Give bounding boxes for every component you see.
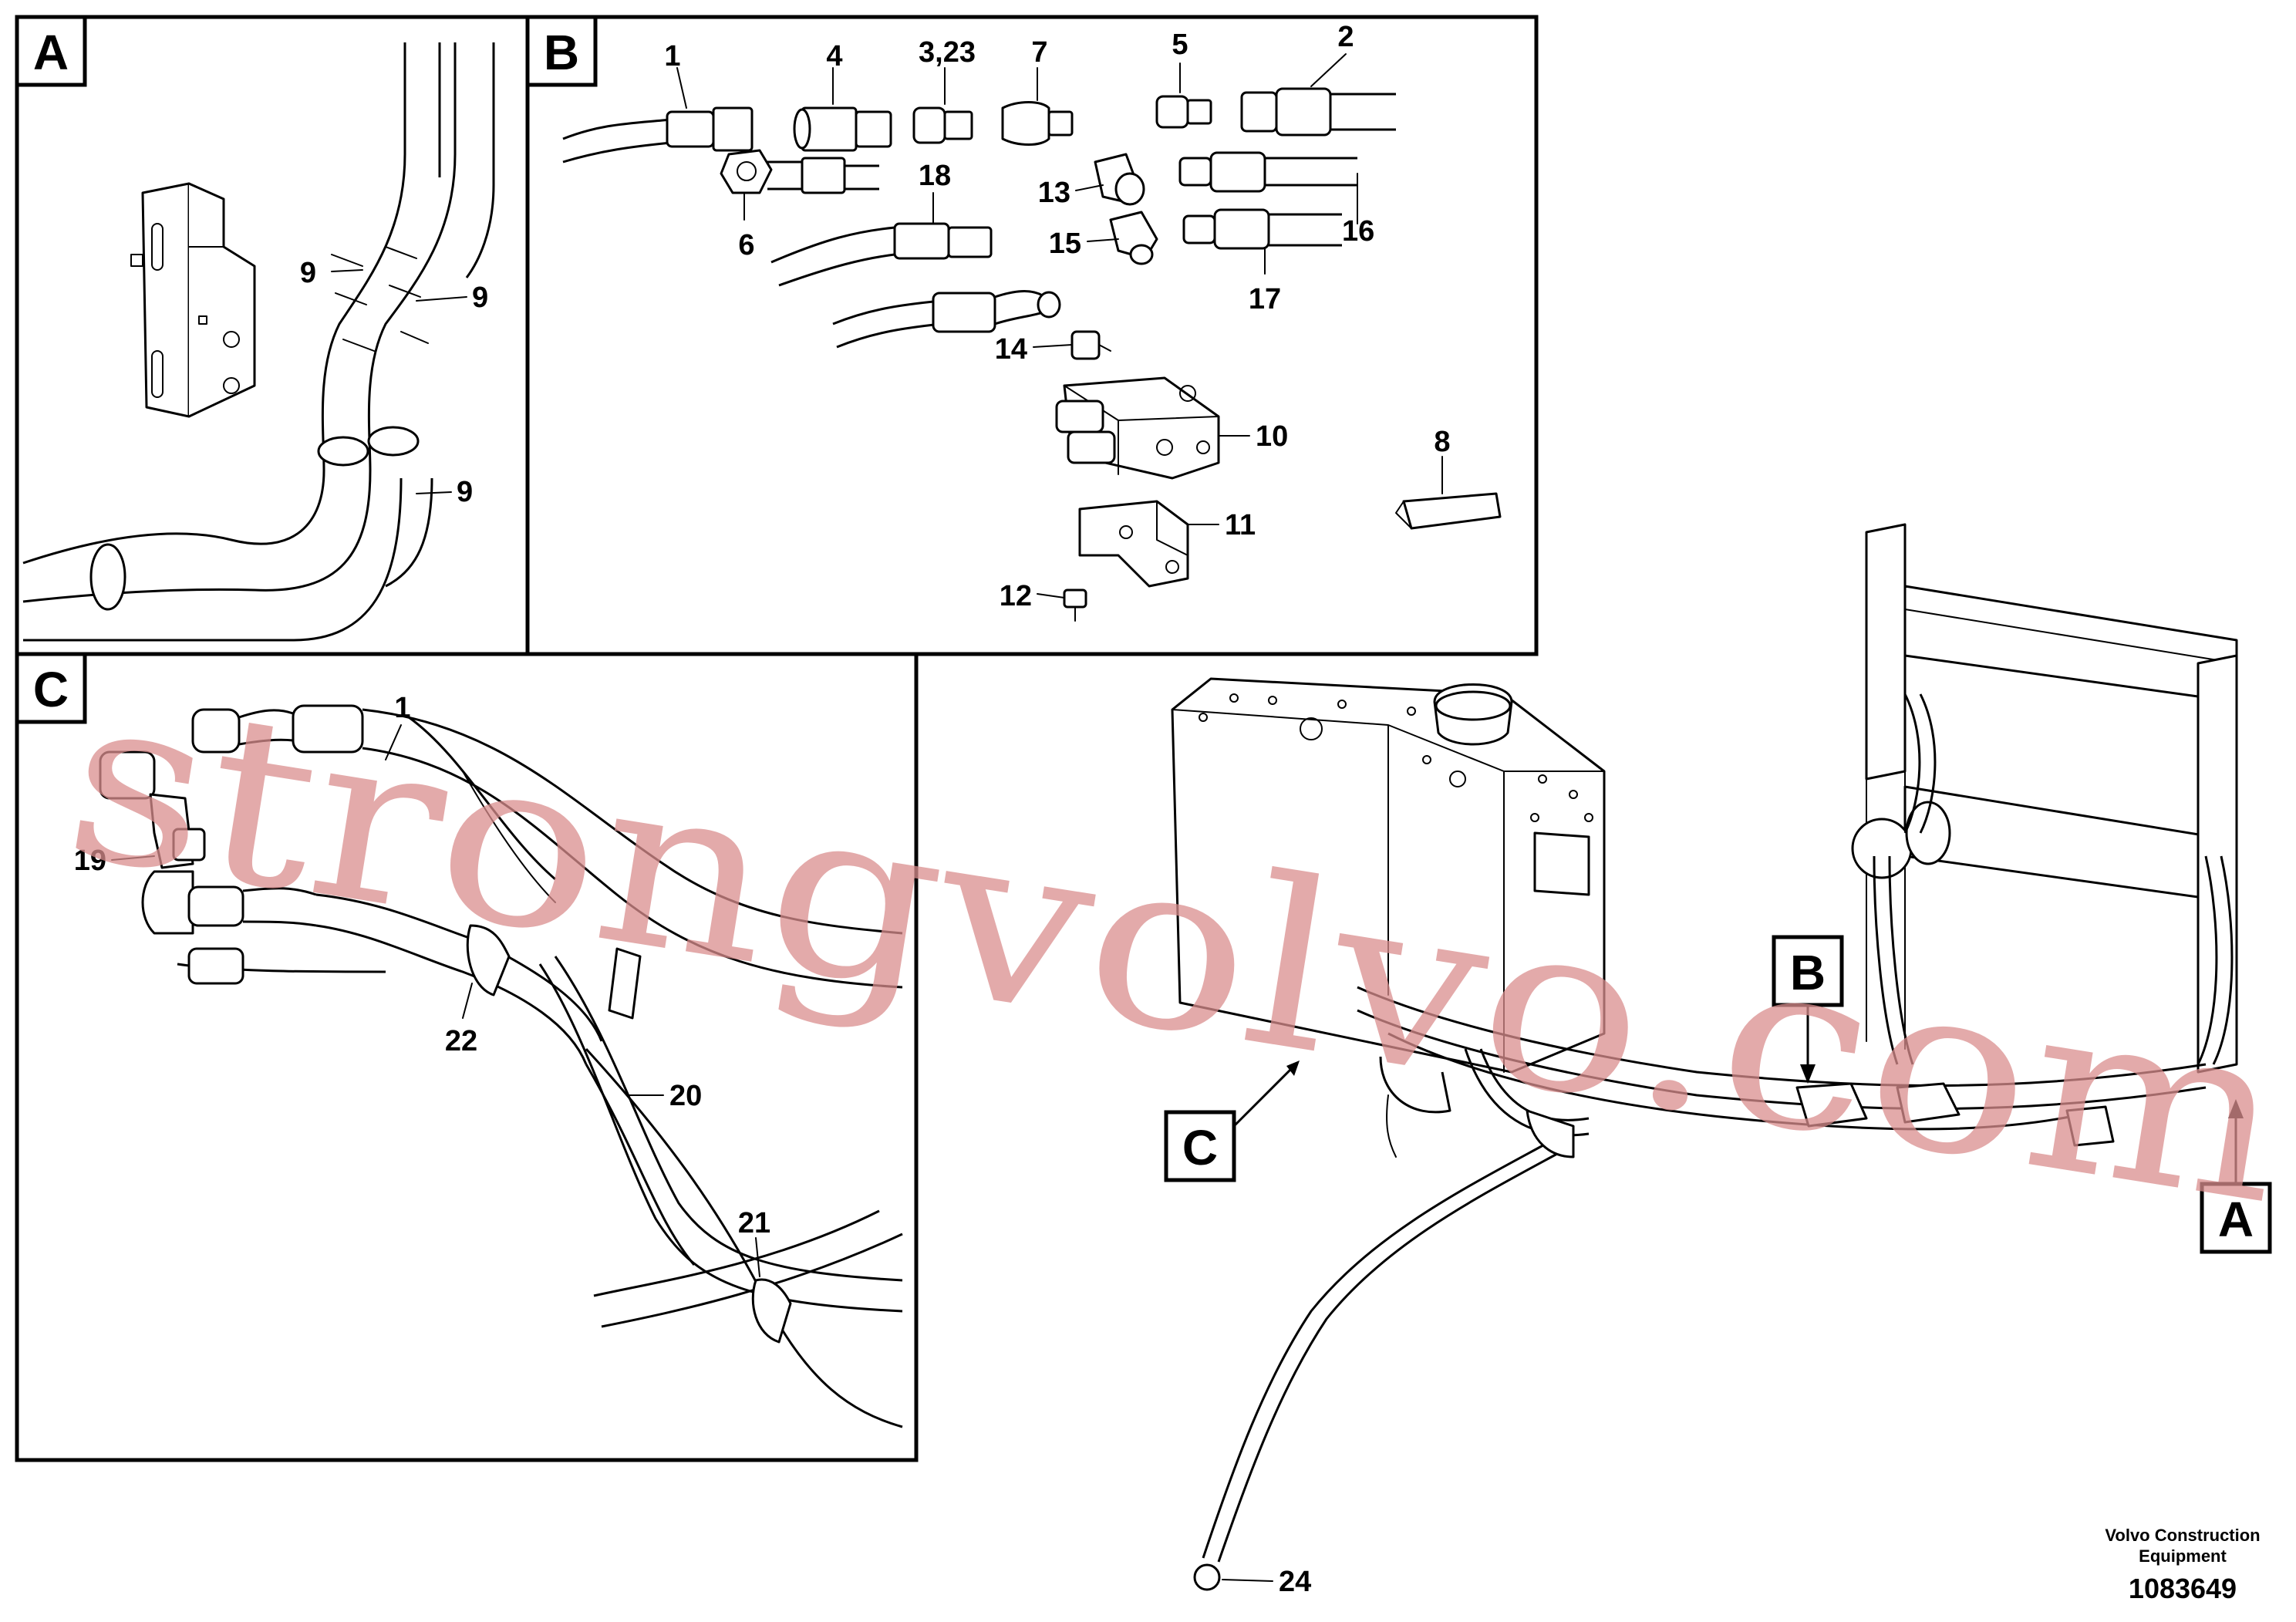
view-marker-b: B xyxy=(1772,935,1844,1084)
hose-to-valve xyxy=(832,290,1061,349)
valve-10 xyxy=(1055,376,1220,480)
callout-17: 17 xyxy=(1249,283,1281,315)
callout-16: 16 xyxy=(1342,215,1374,248)
bracket xyxy=(130,182,256,418)
company-name: Volvo Construction xyxy=(2105,1526,2260,1545)
panel-b-callouts: 1 4 3,23 7 5 2 6 18 13 15 16 17 14 xyxy=(664,21,1450,612)
hydraulic-tank xyxy=(1171,677,1606,1158)
panel-b: B xyxy=(525,15,1539,656)
footer: Volvo Construction Equipment 1083649 xyxy=(2105,1526,2260,1604)
callout-5: 5 xyxy=(1172,29,1188,61)
callout-10: 10 xyxy=(1256,420,1288,453)
hose-18 xyxy=(770,222,993,287)
label-plate-8 xyxy=(1395,492,1502,530)
view-marker-a: A xyxy=(2200,1099,2272,1254)
drawing-number: 1083649 xyxy=(2129,1573,2237,1604)
panel-b-tag: B xyxy=(544,25,579,80)
callout-9: 9 xyxy=(472,282,488,314)
callout-19: 19 xyxy=(74,845,106,877)
adapter-7 xyxy=(1001,101,1074,146)
view-marker-c: C xyxy=(1164,1061,1300,1182)
panel-c-callouts: 1 19 22 20 21 xyxy=(74,692,770,1277)
panel-a-callouts: 9 9 9 xyxy=(300,257,488,508)
callout-2: 2 xyxy=(1337,21,1354,53)
bolt-12 xyxy=(1063,588,1087,622)
overview-assembly: B C A 24 xyxy=(1164,523,2272,1598)
callout-3-23: 3,23 xyxy=(919,36,976,69)
panel-c-tag: C xyxy=(33,662,69,717)
callout-21: 21 xyxy=(738,1207,770,1239)
callout-12: 12 xyxy=(1000,580,1032,612)
hose-2 xyxy=(1240,87,1396,137)
adapter-14 xyxy=(1070,330,1111,360)
panel-b-tag-box xyxy=(525,15,598,87)
view-tag-b: B xyxy=(1790,945,1826,1000)
elbow-13 xyxy=(1094,153,1145,206)
callout-18: 18 xyxy=(919,160,951,192)
bracket-11 xyxy=(1078,500,1189,588)
callout-1: 1 xyxy=(664,40,680,73)
panel-b-frame xyxy=(525,15,1539,656)
callout-24: 24 xyxy=(1279,1566,1311,1598)
fitting-6 xyxy=(720,149,879,194)
panel-a-hoses xyxy=(22,42,495,642)
elbow-15 xyxy=(1109,211,1158,265)
company-subname: Equipment xyxy=(2139,1546,2227,1566)
callout-20: 20 xyxy=(669,1080,702,1112)
callout-9: 9 xyxy=(300,257,316,289)
hose-17 xyxy=(1182,208,1342,250)
callout-6: 6 xyxy=(738,229,754,261)
callout-14: 14 xyxy=(995,333,1027,366)
callout-22: 22 xyxy=(445,1025,477,1057)
view-tag-a: A xyxy=(2218,1192,2254,1247)
callout-11: 11 xyxy=(1225,509,1256,541)
overview-callouts: 24 xyxy=(1222,1566,1311,1598)
panel-a: A 9 xyxy=(15,15,530,656)
adapter-3-23 xyxy=(912,106,973,144)
panel-c-frame xyxy=(15,652,919,1462)
panel-c-hoses xyxy=(99,704,903,1428)
view-tag-c: C xyxy=(1182,1120,1218,1175)
panel-c-tag-box xyxy=(15,652,87,724)
callout-1: 1 xyxy=(394,692,410,724)
callout-8: 8 xyxy=(1434,426,1450,458)
hose-16 xyxy=(1178,151,1357,193)
callout-4: 4 xyxy=(826,40,842,73)
radiator-frame xyxy=(1851,523,2238,1074)
adapter-5 xyxy=(1155,95,1212,129)
callout-9: 9 xyxy=(457,476,473,508)
fitting-4 xyxy=(793,106,892,152)
overview-hoses xyxy=(1193,693,2234,1591)
callout-7: 7 xyxy=(1031,36,1047,69)
panel-a-tag-box xyxy=(15,15,87,87)
tank-bolt-pattern xyxy=(1199,693,1593,822)
panel-a-tag: A xyxy=(33,25,69,80)
callout-13: 13 xyxy=(1038,177,1070,209)
callout-15: 15 xyxy=(1049,228,1081,260)
panel-c: C xyxy=(15,652,919,1462)
hose-assembly-1 xyxy=(562,106,754,164)
